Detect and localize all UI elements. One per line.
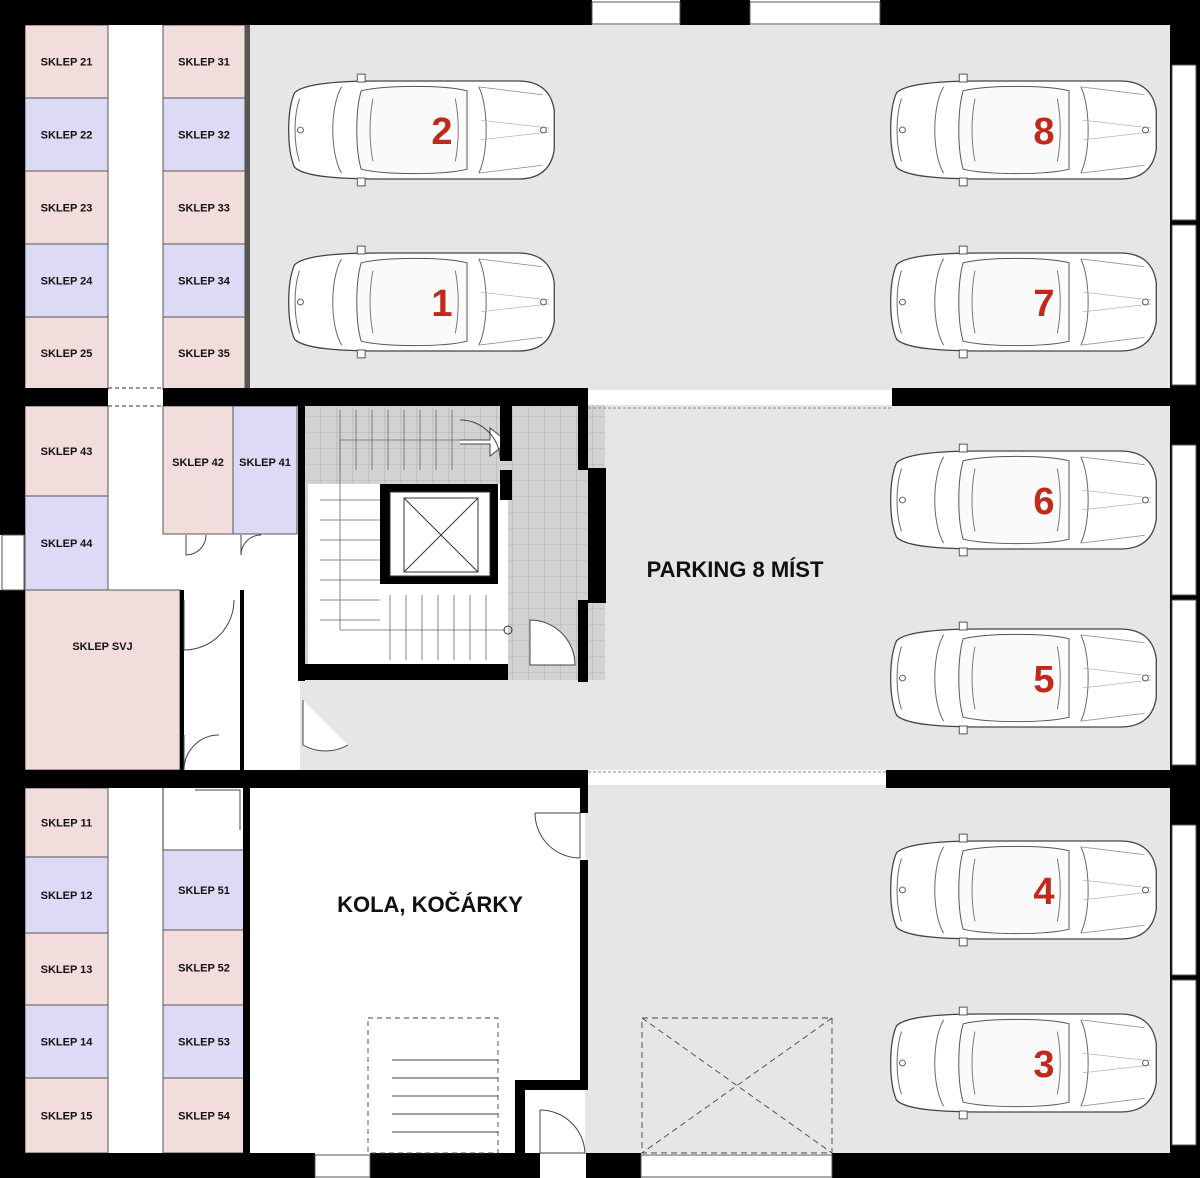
parking-spot-number: 2 [431,111,452,153]
cellar-label: SKLEP 14 [41,1037,94,1049]
cellar-sklep-22: SKLEP 22 [24,97,109,172]
cellar-label: SKLEP 52 [178,963,230,975]
cellar-label: SKLEP SVJ [72,641,132,653]
cellar-sklep-11: SKLEP 11 [24,787,109,858]
parking-spot-number: 5 [1033,659,1054,701]
car-icon [288,73,555,187]
cellar-label: SKLEP 54 [178,1111,231,1123]
cellar-label: SKLEP 34 [178,276,231,288]
parking-label: PARKING 8 MÍST [647,557,824,582]
parking-spot-number: 4 [1033,871,1054,913]
cellar-label: SKLEP 11 [41,818,92,830]
parking-spot-number: 7 [1033,283,1054,325]
cellar-sklep-32: SKLEP 32 [162,97,246,172]
cellar-sklep-44: SKLEP 44 [24,495,109,591]
bike-room-floor [250,788,580,1153]
cellar-label: SKLEP 35 [178,348,230,360]
car-icon [890,833,1157,947]
cellar-sklep-53: SKLEP 53 [162,1004,246,1079]
cellar-label: SKLEP 12 [41,890,93,902]
car-icon [890,443,1157,557]
car-icon [288,245,555,359]
parking-spot-2: 2 [288,73,555,187]
cellar-sklep-13: SKLEP 13 [24,932,109,1006]
car-icon [890,73,1157,187]
ramp [641,1017,833,1154]
cellar-label: SKLEP 15 [41,1111,93,1123]
cellar-label: SKLEP 51 [178,885,230,897]
cellar-label: SKLEP 41 [239,457,291,469]
cellar-sklep-12: SKLEP 12 [24,856,109,934]
cellar-label: SKLEP 25 [41,348,93,360]
cellar-label: SKLEP 13 [41,964,93,976]
parking-spot-8: 8 [890,73,1157,187]
cellar-sklep-33: SKLEP 33 [162,170,246,245]
parking-spot-7: 7 [890,245,1157,359]
bike-room-stairs [367,1017,499,1154]
cellar-label: SKLEP 33 [178,203,230,215]
cellar-label: SKLEP 44 [41,538,94,550]
parking-spot-number: 8 [1033,111,1054,153]
cellar-label: SKLEP 42 [172,457,224,469]
cellar-sklep-25: SKLEP 25 [24,316,109,390]
parking-dividers [588,407,892,773]
cellar-label: SKLEP 43 [41,446,93,458]
cellar-label: SKLEP 23 [41,203,93,215]
bike-room-label: KOLA, KOČÁRKY [337,892,523,917]
car-icon [890,621,1157,735]
cellar-label: SKLEP 32 [178,130,230,142]
cellar-label: SKLEP 53 [178,1037,230,1049]
parking-spot-number: 1 [431,283,452,325]
parking-spot-1: 1 [288,245,555,359]
cellar-sklep-52: SKLEP 52 [162,929,246,1006]
parking-spot-4: 4 [890,833,1157,947]
cellar-label: SKLEP 22 [41,130,93,142]
cellar-sklep-23: SKLEP 23 [24,170,109,245]
parking-spot-number: 3 [1033,1044,1054,1086]
cellar-sklep-24: SKLEP 24 [24,243,109,318]
parking-spot-number: 6 [1033,481,1054,523]
parking-spot-3: 3 [890,1006,1157,1120]
parking-spot-5: 5 [890,621,1157,735]
parking-spot-6: 6 [890,443,1157,557]
cellar-sklep-41: SKLEP 41 [232,405,298,535]
car-icon [890,1006,1157,1120]
cellar-label: SKLEP 21 [41,57,93,69]
car-icon [890,245,1157,359]
cellar-sklep-14: SKLEP 14 [24,1004,109,1079]
cellar-sklep-54: SKLEP 54 [162,1077,246,1154]
doors [183,534,586,1154]
cellar-sklep-21: SKLEP 21 [24,24,109,99]
cellar-sklep-34: SKLEP 34 [162,243,246,318]
corridor-lines [107,25,164,1153]
cellar-sklep-svj: SKLEP SVJ [24,589,181,771]
cellar-label: SKLEP 31 [178,57,230,69]
cellar-sklep-43: SKLEP 43 [24,405,109,497]
cellar-sklep-42: SKLEP 42 [162,405,234,535]
cellar-sklep-35: SKLEP 35 [162,316,246,390]
cellar-sklep-31: SKLEP 31 [162,24,246,99]
cellar-sklep-15: SKLEP 15 [24,1077,109,1154]
cellar-sklep-51: SKLEP 51 [162,849,246,931]
cellar-label: SKLEP 24 [41,276,94,288]
